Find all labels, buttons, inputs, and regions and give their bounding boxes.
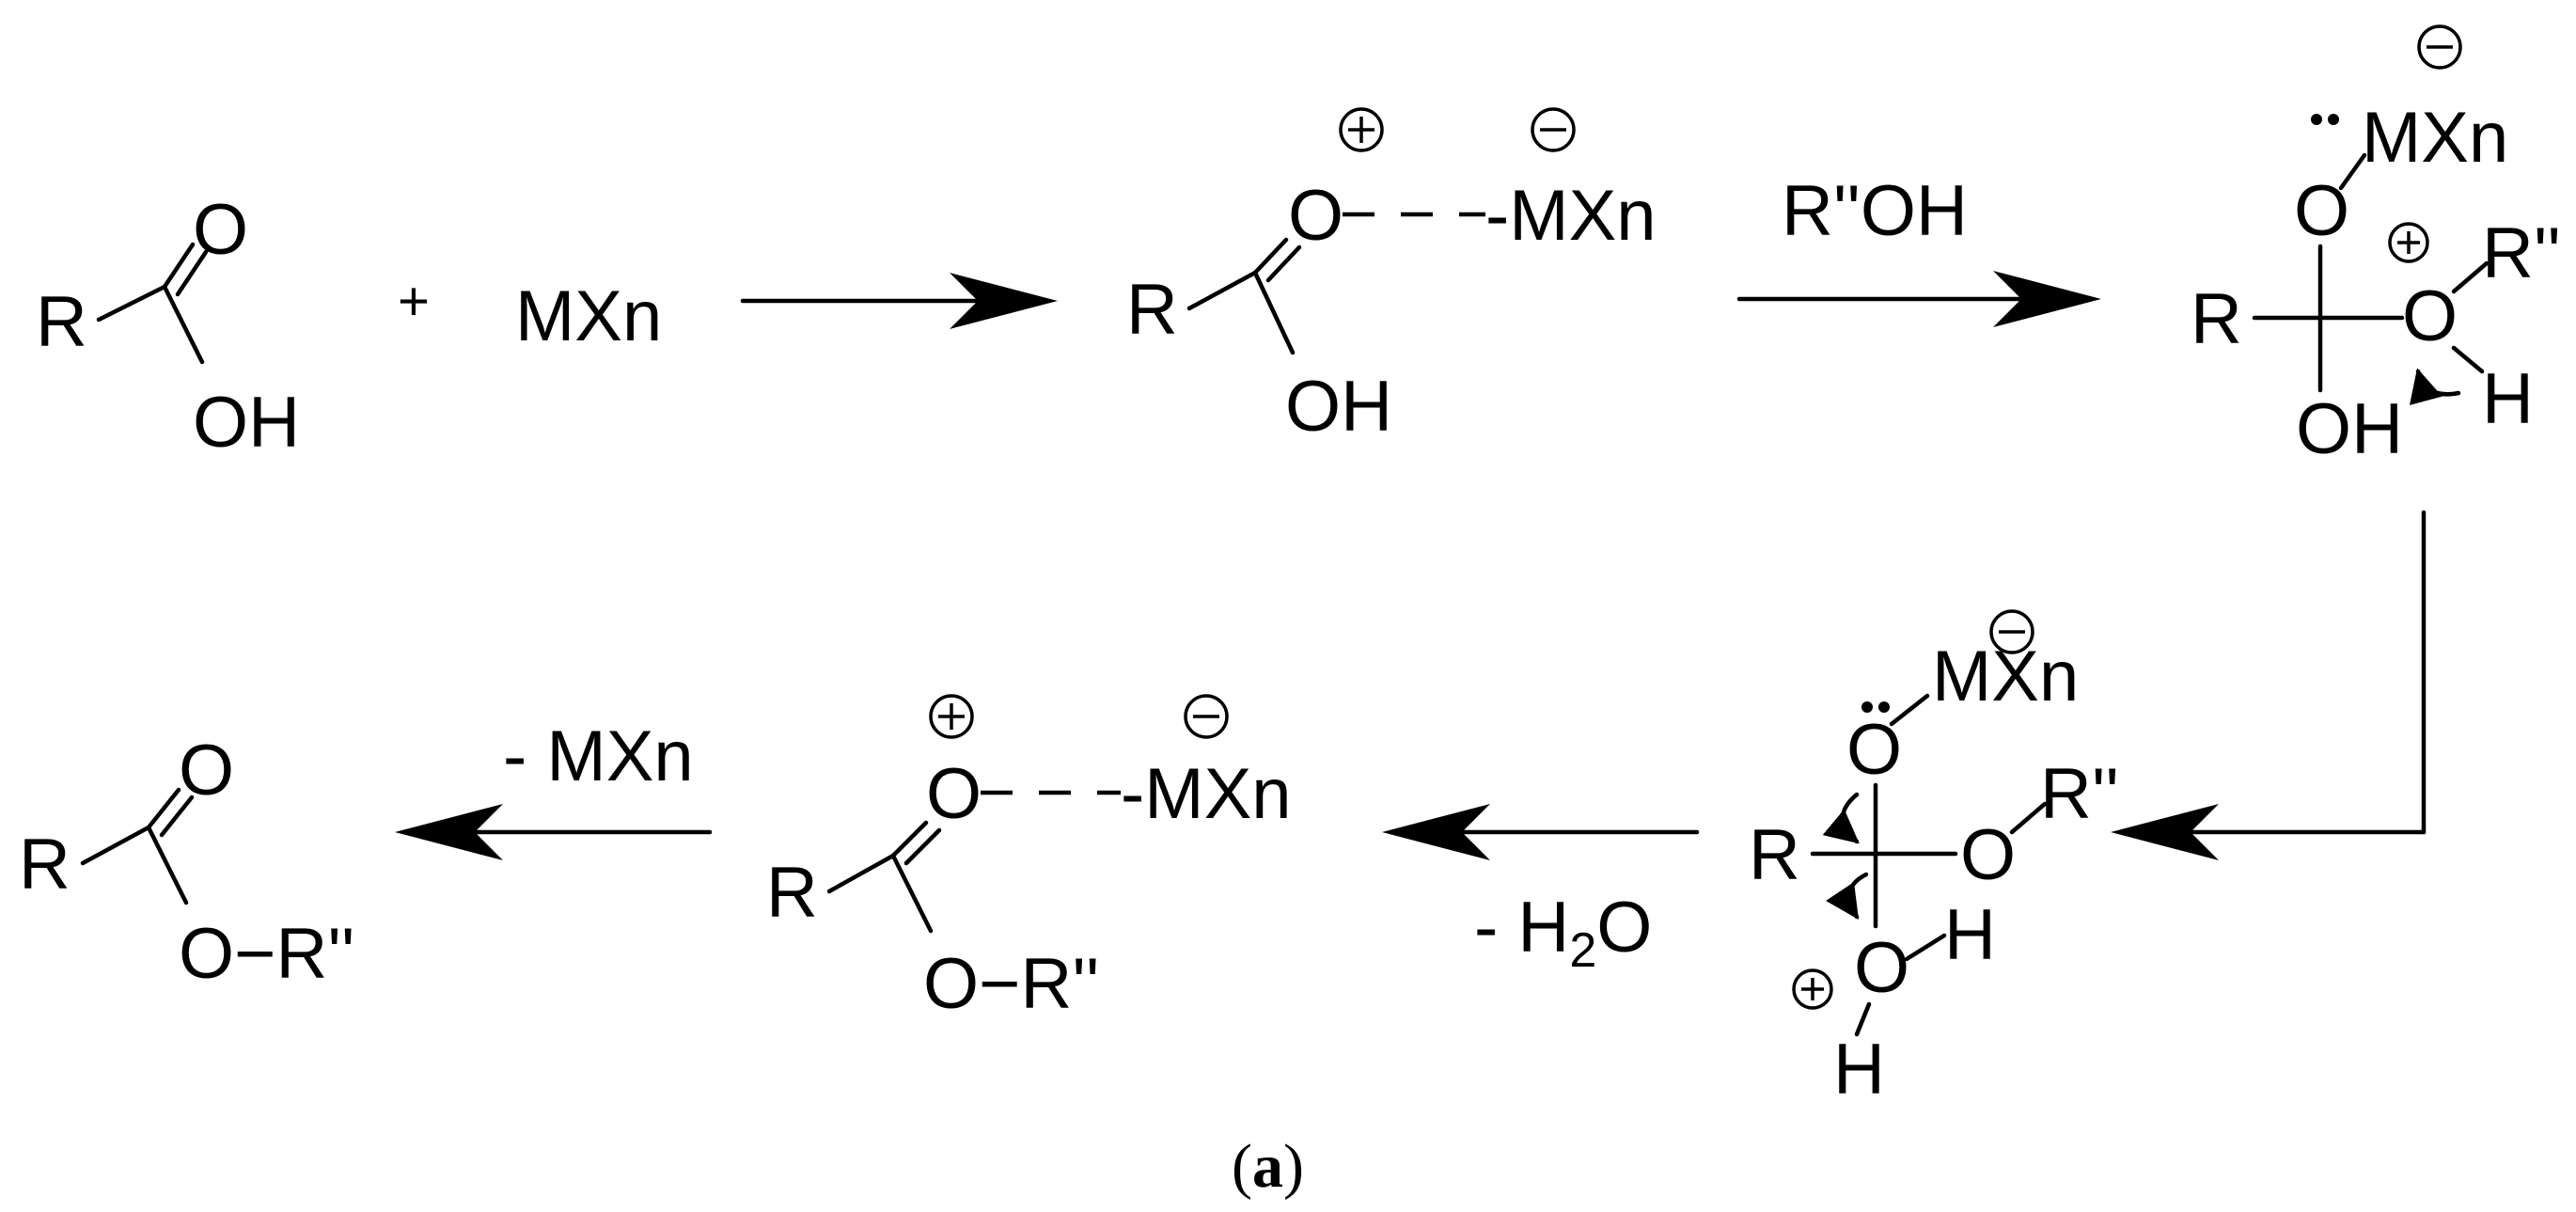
- carbonyl-oxygen-label: O: [926, 754, 982, 834]
- ester-bond: [146, 825, 189, 905]
- ether-oxygen-label: O: [1960, 815, 2016, 895]
- lewis-acid-label: -MXn: [1485, 176, 1657, 256]
- hydrogen-label-2: H: [1833, 1030, 1885, 1110]
- oxygen-hydrogen-bond-2: [1854, 1001, 1872, 1037]
- r-carbon-bond: [96, 284, 167, 323]
- oxygen-alkyl-bond: [2451, 260, 2490, 294]
- negative-charge-circle: [1989, 609, 2034, 654]
- carbonyl-double-bond-a: [146, 787, 181, 830]
- hydrogen-label-1: H: [1944, 895, 1996, 975]
- oxygen-metal-bond: [1889, 693, 1930, 727]
- reaction-arrow-1-head: [950, 273, 1058, 329]
- r-group-label: R: [19, 825, 71, 905]
- protonated-oxygen-label: O: [2402, 276, 2458, 356]
- lone-pair-dot-left: [2311, 114, 2322, 125]
- condition-dehydration-label: - H2O: [1474, 888, 1652, 978]
- tetrahedral-intermediate-2: MXn O R O R'' O H H: [1749, 609, 2119, 1110]
- reaction-arrow-4-head: [1382, 804, 1490, 860]
- figure-caption: (a): [1232, 1132, 1304, 1201]
- ester-product-molecule: R O O−R'': [19, 731, 354, 994]
- negative-charge-circle: [1531, 107, 1576, 152]
- alkyl-group-label: R'': [2482, 213, 2561, 293]
- alkoxide-oxygen-label: O: [2294, 171, 2349, 251]
- r-group-label: R: [1126, 270, 1178, 350]
- reaction-arrow-5-head: [395, 804, 503, 860]
- proton-transfer-curved-arrow: [2409, 368, 2461, 405]
- r-group-label: R: [2191, 279, 2242, 359]
- plus-sign: +: [398, 271, 430, 332]
- negative-charge-circle: [1184, 694, 1229, 739]
- condition-catalyst-release-label: - MXn: [503, 716, 694, 796]
- carbonyl-double-bond-b: [903, 827, 942, 866]
- protonated-oxygen-label: O: [1854, 928, 1909, 1008]
- r-group-label: R: [766, 853, 818, 933]
- negative-charge-circle: [2417, 24, 2462, 70]
- positive-charge-circle: [2388, 222, 2429, 263]
- lone-pair-dot-right: [1878, 701, 1890, 713]
- hydroxyl-bond: [1252, 270, 1296, 355]
- ester-oxygen-group-label: O−R'': [923, 944, 1099, 1024]
- tetrahedral-intermediate-1: MXn O R O R'' H OH: [2191, 24, 2561, 469]
- electron-push-arrow-upper: [1822, 792, 1860, 844]
- ester-oxygen-group-label: O−R'': [179, 914, 354, 994]
- hydroxyl-bond: [162, 284, 205, 365]
- hydroxyl-label: OH: [2296, 389, 2403, 469]
- carbonyl-oxygen-label: O: [193, 190, 248, 270]
- electron-push-arrow-lower: [1826, 872, 1869, 920]
- positive-charge-circle: [1339, 107, 1384, 152]
- carbonyl-double-bond-b: [175, 249, 209, 297]
- carbonyl-double-bond-b: [159, 795, 195, 838]
- hydrogen-label: H: [2482, 359, 2534, 439]
- activated-complex-molecule: O -MXn R OH: [1126, 107, 1657, 447]
- oxygen-alkyl-bond: [2009, 801, 2048, 835]
- oxygen-hydrogen-bond: [2451, 345, 2485, 374]
- r-carbon-bond: [80, 825, 151, 866]
- alkoxide-oxygen-label: O: [1846, 710, 1902, 790]
- r-carbon-bond: [826, 853, 896, 894]
- carbonyl-double-bond-a: [890, 820, 929, 858]
- lewis-acid-label: -MXn: [1121, 754, 1292, 834]
- alkyl-group-label: R'': [2040, 754, 2119, 834]
- oxygen-metal-bond: [2338, 152, 2367, 191]
- carbonyl-oxygen-label: O: [179, 731, 234, 811]
- r-carbon-bond: [1186, 270, 1258, 311]
- lewis-acid-label: MXn: [515, 276, 662, 356]
- lewis-acid-label: MXn: [1932, 637, 2079, 716]
- carbonyl-double-bond-a: [1252, 237, 1289, 275]
- reaction-arrow-3-head: [2111, 804, 2219, 860]
- positive-charge-circle: [929, 694, 974, 739]
- lone-pair-dot-left: [1861, 701, 1873, 713]
- lewis-acid-label: MXn: [2362, 98, 2508, 178]
- reaction-arrow-2-head: [1993, 271, 2101, 327]
- positive-charge-circle: [1792, 968, 1833, 1010]
- condition-alcohol-label: R''OH: [1782, 171, 1968, 251]
- r-group-label: R: [36, 282, 87, 362]
- hydroxyl-label: OH: [193, 383, 300, 463]
- ester-complex-molecule: O -MXn R O−R'': [766, 694, 1292, 1024]
- carbonyl-double-bond-b: [1265, 244, 1302, 283]
- carbonyl-oxygen-label: O: [1288, 176, 1343, 256]
- lone-pair-dot-right: [2328, 114, 2339, 125]
- hydroxyl-label: OH: [1285, 367, 1392, 447]
- carbonyl-double-bond-a: [162, 242, 196, 290]
- oxygen-hydrogen-bond-1: [1904, 933, 1947, 962]
- carboxylic-acid-molecule: R O OH: [36, 190, 300, 463]
- r-group-label: R: [1749, 815, 1800, 895]
- ester-bond: [890, 853, 934, 934]
